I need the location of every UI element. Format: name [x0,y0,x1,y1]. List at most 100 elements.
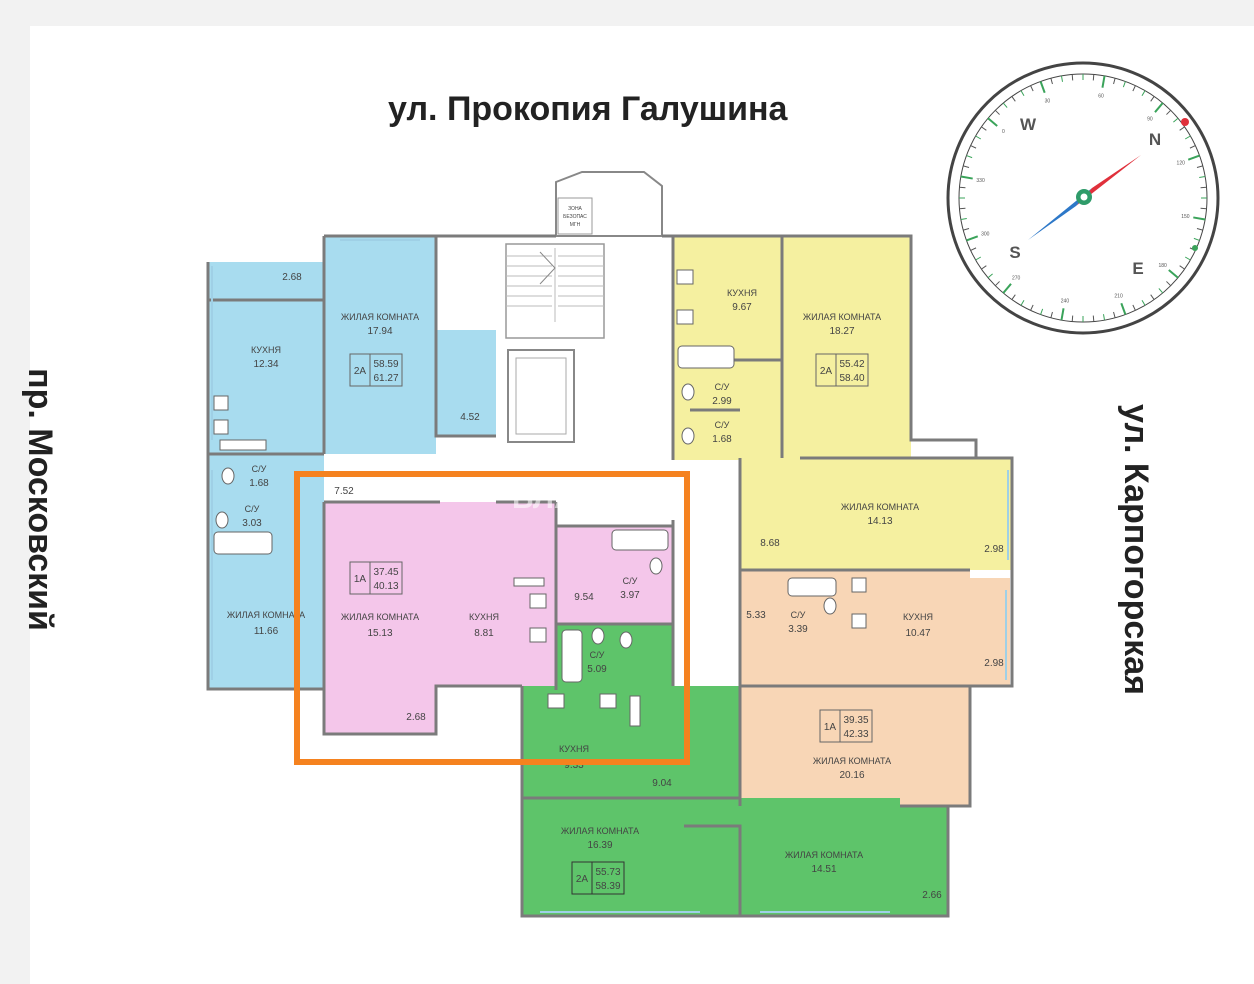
green-living2-area: 14.51 [811,864,836,875]
compass-degree-label: 0 [1002,129,1005,135]
green-hall-area: 9.04 [652,778,672,789]
apartment-blue-hall-area [436,330,496,436]
apartment-peach-balcony-area [970,578,1010,686]
compass-tick [1002,283,1012,294]
green-living-area: 16.39 [587,840,612,851]
peach-toilet [823,597,837,615]
apartment-green-living-area [522,798,900,916]
pink-counter [513,577,545,587]
blue-toilet-2 [215,511,229,529]
compass-tick [1113,78,1116,85]
fixtures [213,269,867,727]
green-total: 58.39 [595,881,620,892]
green-bath-area: 5.09 [587,664,607,675]
compass-tick [1166,109,1172,115]
compass-tick [1150,96,1155,102]
yellow-stove [676,269,694,285]
compass-tick [994,109,1000,115]
compass-degree-label: 60 [1098,94,1104,100]
stair-arrow [539,251,556,285]
stair-zone-line-3: МГН [570,222,581,228]
pink-bathtub [611,529,669,551]
compass-tick [1187,154,1200,161]
watermark-text: ВЛАДИС [512,482,641,515]
compass-degree-label: 210 [1114,294,1123,300]
compass-tick [1011,96,1016,102]
compass-hub-center [1080,193,1088,201]
blue-type: 2А [354,366,367,377]
blue-living2-label: ЖИЛАЯ КОМНАТА [227,610,305,620]
pink-toilet [649,557,663,575]
pink-lobby-area: 7.52 [334,486,354,497]
compass-tick [1002,102,1008,108]
yellow-living-total: 55.42 [839,359,864,370]
blue-living2-area: 11.66 [254,626,279,637]
peach-living-total: 39.35 [843,715,868,726]
compass-tick [1158,288,1164,294]
apartment-green-balcony-area [900,806,948,916]
blue-balcony-area: 2.68 [282,272,302,283]
pink-stove [529,593,547,609]
windows [211,239,1009,913]
apartment-peach[interactable] [740,570,1010,806]
compass-tick [987,117,998,127]
stair-zone-box [557,197,593,235]
compass-degree-label: 180 [1158,263,1167,269]
stair-zone-line-2: БЕЗОПАС [563,214,587,220]
apartment-yellow-balcony-area [976,458,1012,570]
pink-living-area: 15.13 [367,628,392,639]
blue-stove [213,395,229,411]
green-bath-label: С/У [590,650,605,660]
yellow-bath1-area: 2.99 [712,396,732,407]
compass-tick [1120,302,1127,315]
compass-tick [1113,311,1116,318]
apartment-green[interactable] [522,624,948,916]
peach-sink [851,613,867,629]
compass-tick [1154,102,1164,113]
compass-tick [1168,269,1179,279]
yellow-balcony-area: 2.98 [984,544,1004,555]
yellow-area-box: 2А 55.42 58.40 [815,353,869,387]
green-living2-label: ЖИЛАЯ КОМНАТА [785,850,863,860]
blue-toilet-1 [221,467,235,485]
compass-tick [1020,299,1025,306]
pink-hall-area: 9.54 [574,592,594,603]
peach-kitchen-area: 10.47 [905,628,930,639]
compass-degree-label: 270 [1012,276,1021,282]
peach-bath-label: С/У [791,610,806,620]
peach-living-area: 20.16 [839,770,864,781]
compass-degree-label: 30 [1045,98,1051,104]
yellow-toilet-1 [681,383,695,401]
apartment-yellow[interactable] [673,236,1012,570]
selected-apartment-frame[interactable] [294,471,690,765]
apartment-peach-area [740,570,970,806]
compass-tick [1179,265,1185,270]
yellow-bathtub [677,345,735,369]
pink-living-total: 37.45 [373,567,398,578]
compass-tick [975,135,982,140]
compass-degree-label: 330 [976,178,985,184]
yellow-bath2-label: С/У [715,420,730,430]
compass-tick [1166,281,1172,287]
green-kitchen-area: 9.33 [564,760,584,771]
pink-kitchen-label: КУХНЯ [469,612,499,622]
peach-living-label: ЖИЛАЯ КОМНАТА [813,756,891,766]
apartment-pink-balcony-area [324,686,436,734]
compass-tick [1071,315,1074,322]
apartment-blue-top-area [324,236,436,454]
yellow-kitchen-label: КУХНЯ [727,288,757,298]
walls [206,234,1014,918]
compass-tick [994,281,1000,287]
blue-bath1-label: С/У [252,464,267,474]
pink-living-label: ЖИЛАЯ КОМНАТА [341,612,419,622]
yellow-sink [676,309,694,325]
pink-area-box: 1А 37.45 40.13 [349,561,403,595]
compass-tick [1173,117,1179,123]
compass-tick [970,247,977,251]
compass-tick [960,217,967,221]
compass-tick [1060,75,1064,82]
compass-tick [1092,74,1095,81]
compass-tick [1039,81,1046,94]
